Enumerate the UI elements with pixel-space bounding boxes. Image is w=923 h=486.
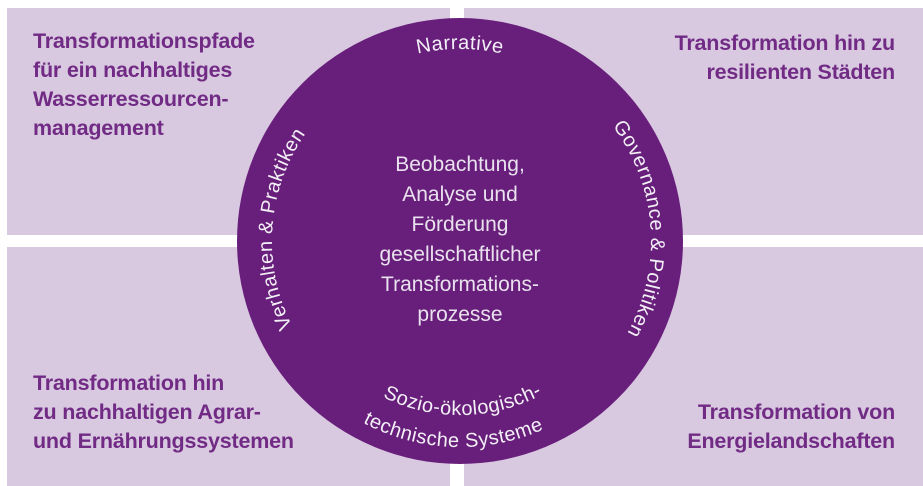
caption-line: Transformationspfade	[33, 29, 255, 53]
caption-top-right: Transformation hin zu resilienten Städte…	[674, 29, 896, 87]
statement-line: Beobachtung,	[395, 153, 525, 176]
caption-line: Energielandschaften	[687, 429, 895, 453]
statement-line: prozesse	[417, 303, 503, 326]
core-circle	[237, 18, 683, 464]
caption-line: management	[33, 116, 164, 140]
caption-line: zu nachhaltigen Agrar-	[33, 400, 261, 424]
statement-line: Analyse und	[402, 183, 518, 206]
statement-line: Transformations-	[381, 273, 539, 296]
caption-top-left: Transformationspfade für ein nachhaltige…	[33, 27, 255, 143]
caption-line: Transformation von	[697, 400, 895, 424]
caption-line: Transformation hin	[33, 371, 225, 395]
caption-bottom-right: Transformation von Energielandschaften	[687, 398, 895, 456]
caption-bottom-left: Transformation hin zu nachhaltigen Agrar…	[33, 369, 294, 456]
circle-center-statement: Beobachtung, Analyse und Förderung gesel…	[330, 150, 590, 330]
caption-line: für ein nachhaltiges	[33, 58, 233, 82]
caption-line: resilienten Städten	[706, 60, 895, 84]
statement-line: gesellschaftlicher	[379, 243, 541, 266]
caption-line: Wasserressourcen-	[33, 87, 229, 111]
caption-line: Transformation hin zu	[674, 31, 896, 55]
caption-line: und Ernährungssystemen	[33, 429, 294, 453]
statement-line: Förderung	[411, 213, 509, 236]
